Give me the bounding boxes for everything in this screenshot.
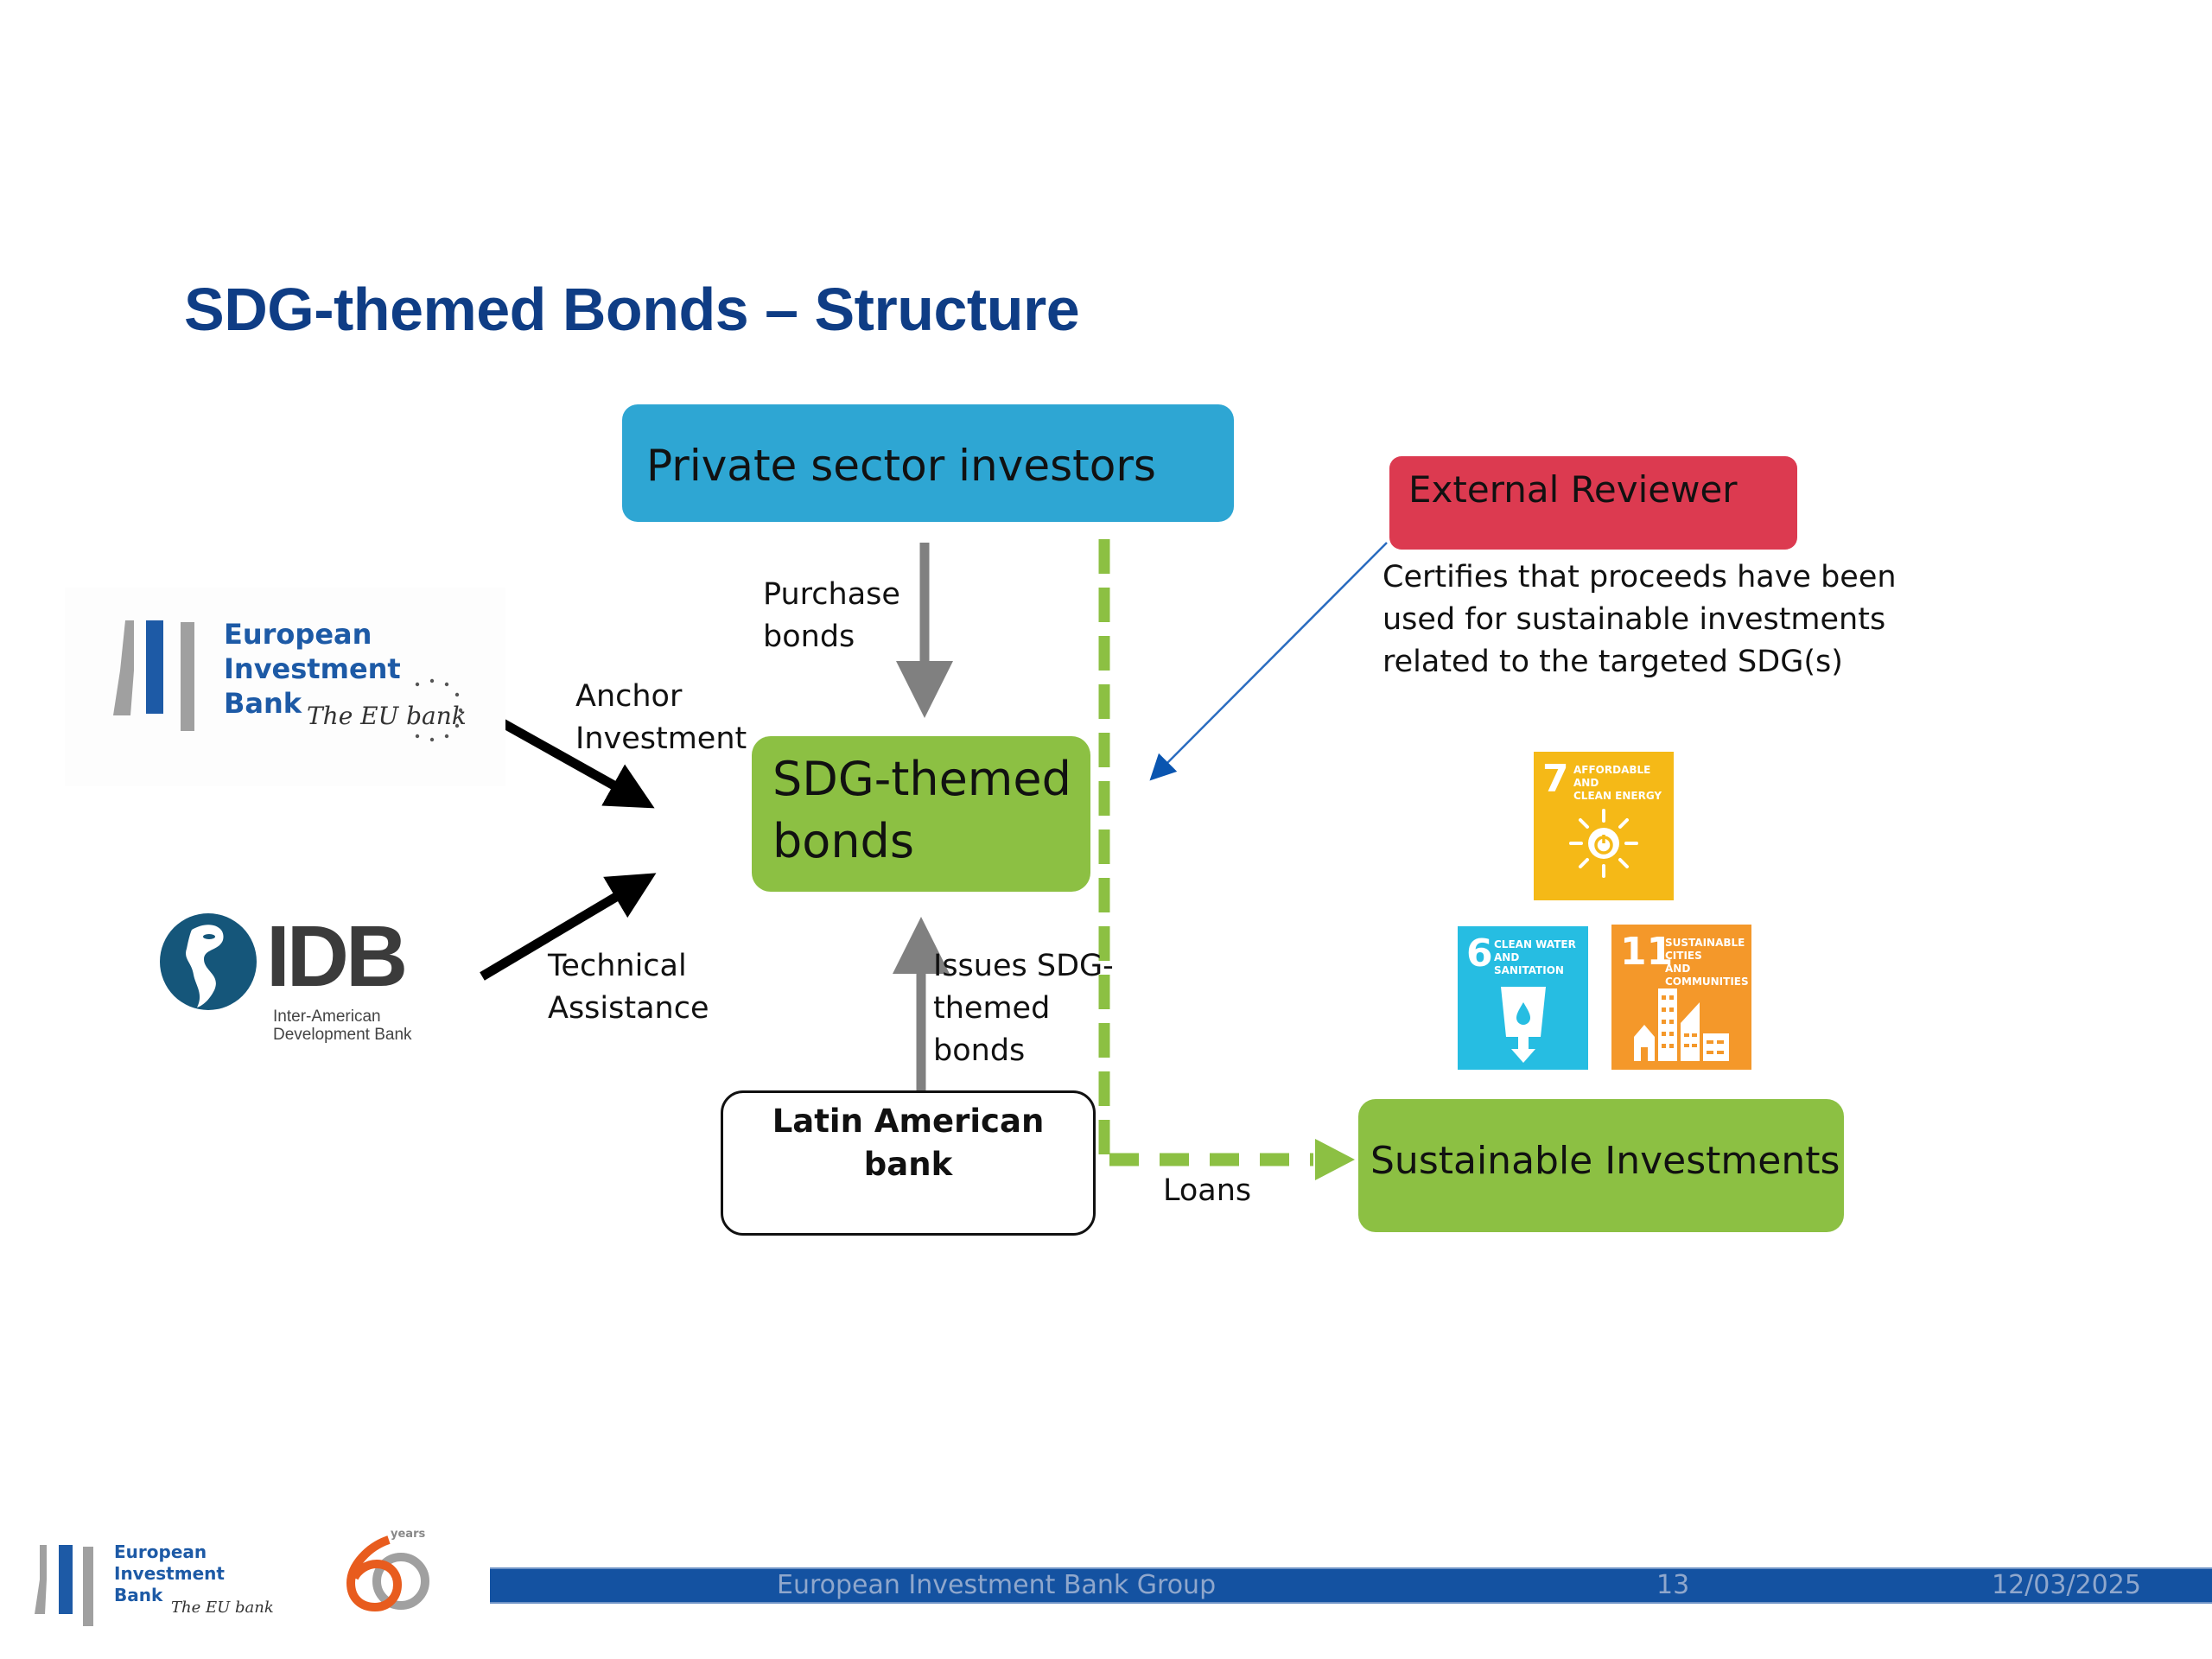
sixty-years-icon [346,1535,429,1612]
issues-bonds-line: bonds [933,1033,1026,1068]
purchase-bonds-label: Purchase bonds [763,574,900,658]
eib-logo-line: Bank [224,687,302,720]
eib-logo: European Investment Bank The EU bank [65,588,505,786]
latin-american-bank-label-line: bank [863,1146,953,1183]
footer-page-number: 13 [1656,1570,1690,1600]
latin-american-bank-label-line: Latin American [772,1103,1045,1140]
sdg-7-caption-line: Affordable and [1573,764,1651,789]
sdg-11-caption: Sustainable cities and communities [1665,937,1751,988]
anniversary-60-logo: years [339,1528,435,1614]
slide-title: SDG-themed Bonds – Structure [184,276,1080,343]
purchase-bonds-line: Purchase [763,577,900,612]
idb-acronym: IDB [266,908,408,1005]
sdg-7-caption: Affordable and clean energy [1573,764,1674,803]
anniversary-word: years [391,1528,426,1541]
anchor-investment-label: Anchor Investment [575,676,747,760]
city-buildings-icon [1634,988,1729,1061]
loans-arrowhead [1315,1139,1355,1180]
idb-full-name-line: Development Bank [273,1026,412,1044]
reviewer-pointer-arrow [1149,542,1388,781]
latin-american-bank-node: Latin American bank [721,1090,1096,1236]
idb-logo: IDB Inter-American Development Bank [156,907,432,1054]
eib-bars-icon [113,620,194,731]
sdg-bonds-label: SDG-themed bonds [772,748,1071,873]
sdg-6-caption-line: Clean water [1494,938,1576,950]
footer-date: 12/03/2025 [1992,1570,2141,1600]
footer-eib-logo: European Investment Bank The EU bank [31,1535,290,1630]
reviewer-note-line: used for sustainable investments [1382,602,1886,637]
technical-assistance-line: Assistance [548,991,709,1026]
sun-power-icon [1569,809,1638,878]
technical-assistance-line: Technical [548,949,687,983]
anchor-investment-line: Investment [575,721,747,756]
idb-globe-icon [160,913,257,1010]
sdg-11-tile: 11 Sustainable cities and communities [1611,925,1751,1070]
private-investors-node: Private sector investors [622,404,1234,522]
footer-eib-tagline: The EU bank [171,1599,274,1617]
footer-eib-line: European [114,1541,207,1562]
sdg-6-caption: Clean water and sanitation [1494,938,1588,977]
sdg-6-caption-line: and sanitation [1494,951,1564,976]
sdg-6-tile: 6 Clean water and sanitation [1458,926,1588,1070]
eib-logo-wordmark: European Investment Bank [224,617,401,721]
sdg-6-number: 6 [1466,931,1493,976]
anchor-investment-line: Anchor [575,679,683,714]
footer-eib-bars-icon [35,1545,93,1626]
latin-american-bank-label: Latin American bank [723,1100,1093,1186]
technical-assistance-label: Technical Assistance [548,945,709,1030]
loans-label: Loans [1163,1173,1252,1208]
external-reviewer-node: External Reviewer [1389,456,1797,550]
footer-eib-line: Bank [114,1585,163,1605]
sdg-11-number: 11 [1620,930,1674,974]
sdg-bonds-node: SDG-themed bonds [752,736,1090,892]
footer-eib-line: Investment [114,1563,225,1584]
sustainable-investments-node: Sustainable Investments [1358,1099,1844,1232]
footer-eib-wordmark: European Investment Bank [114,1541,225,1606]
sdg-7-number: 7 [1542,757,1569,801]
sdg-11-caption-line: Sustainable cities [1665,937,1745,962]
issues-bonds-line: Issues SDG- [933,949,1114,983]
sdg-7-caption-line: clean energy [1573,790,1662,802]
reviewer-note: Certifies that proceeds have been used f… [1382,556,1897,683]
purchase-bonds-line: bonds [763,620,855,654]
reviewer-note-line: related to the targeted SDG(s) [1382,645,1843,679]
eib-logo-line: Investment [224,652,401,685]
idb-full-name: Inter-American Development Bank [273,1007,412,1044]
sdg-bonds-label-line: bonds [772,814,914,868]
water-glass-icon [1501,987,1546,1063]
idb-full-name-line: Inter-American [273,1007,381,1026]
sustainable-investments-label: Sustainable Investments [1370,1139,1840,1183]
private-investors-label: Private sector investors [646,441,1156,491]
eu-stars-icon [415,678,463,742]
footer-bar: European Investment Bank Group 13 12/03/… [490,1567,2212,1604]
reviewer-note-line: Certifies that proceeds have been [1382,560,1897,594]
sdg-7-tile: 7 Affordable and clean energy [1534,752,1674,900]
sdg-11-caption-line: and communities [1665,963,1749,988]
issues-bonds-label: Issues SDG- themed bonds [933,945,1114,1072]
footer-organization: European Investment Bank Group [777,1570,1217,1600]
issues-bonds-line: themed [933,991,1051,1026]
sdg-bonds-label-line: SDG-themed [772,752,1071,806]
external-reviewer-label: External Reviewer [1408,468,1738,511]
eib-tagline: The EU bank [307,702,467,730]
eib-logo-line: European [224,618,372,651]
